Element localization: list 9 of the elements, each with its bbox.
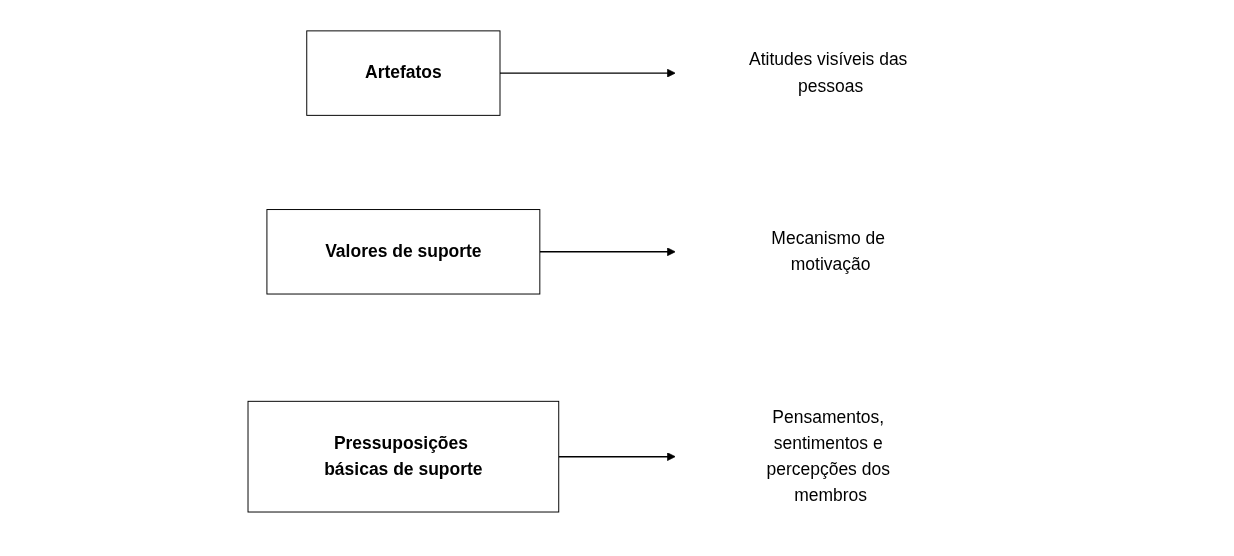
node-box: Artefatos bbox=[306, 30, 501, 116]
node-text: Atitudes visíveis das pessoas bbox=[749, 49, 908, 96]
node-box: Pressuposições básicas de suporte bbox=[247, 400, 560, 513]
arrow bbox=[499, 68, 676, 78]
node-box: Valores de suporte bbox=[266, 209, 541, 295]
arrow bbox=[558, 452, 676, 461]
node-text: Pensamentos, sentimentos e percepções dos membros bbox=[766, 407, 890, 506]
node-text: Mecanismo de motivação bbox=[771, 228, 886, 275]
arrow bbox=[539, 247, 676, 257]
